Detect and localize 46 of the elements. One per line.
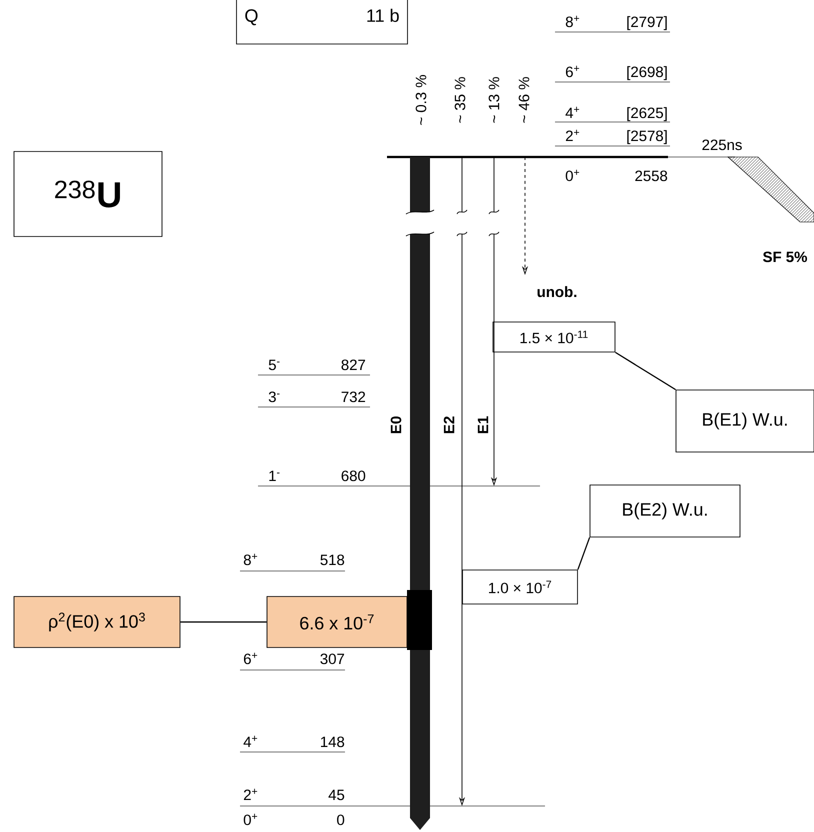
spin-label: 0$^{+}$ [566,170,580,182]
spin-label: 2$^{+}$ [244,788,258,800]
spin-label: 8$^{+}$ [244,554,258,566]
leader-line [615,352,676,390]
multipolarity-label: E1 [478,416,488,434]
energy-label: 827 [342,360,366,370]
spin-label: 4$^{+}$ [244,736,258,747]
energy-label: 45 [328,790,344,800]
energy-label: [2797] [627,16,667,30]
spin-label: 6$^{+}$ [566,66,580,78]
energy-label: [2698] [627,66,667,80]
energy-label: [2625] [627,107,667,122]
energy-label: 680 [342,470,366,482]
spin-label: 2$^{+}$ [566,130,580,141]
multipolarity-label: E2 [444,416,454,434]
value-box: 1.0 × 10$^{-7}$ [462,570,578,604]
spin-label: 5$^{-}$ [268,360,280,370]
label-box: ρ$^{2}$(E0) x 10$^{3}$ [14,596,180,648]
intensity-label: ~ 13 % [488,77,500,123]
spin-label: 4$^{+}$ [566,106,580,118]
lifetime-label: 225ns [702,140,742,150]
energy-label: 148 [321,736,344,748]
energy-label: 518 [320,554,344,566]
element-box: $^{238}$U [14,151,162,237]
leader-line [180,621,267,623]
energy-label: [2578] [627,130,667,144]
spin-label: 1$^{-}$ [269,470,280,481]
fission-label: SF 5% [763,252,807,262]
spin-label: 3$^{-}$ [268,392,280,402]
energy-label: 0 [337,814,344,826]
intensity-label: ~ 46 % [518,77,530,123]
transition-label: unob. [538,286,576,298]
value-box: 6.6 x 10$^{-7}$ [266,596,408,648]
intensity-label: ~ 35 % [454,77,466,123]
intensity-label: ~ 0.3 % [416,75,426,125]
energy-label: 2558 [635,170,668,182]
spin-label: 0$^{+}$ [244,814,258,826]
leader-line [577,537,590,570]
spin-label: 6$^{+}$ [244,652,258,664]
energy-label: 732 [342,392,366,402]
spin-label: 8$^{+}$ [566,16,580,28]
multipolarity-label: E0 [390,416,402,434]
label-box: B(E2) W.u. [590,484,740,538]
label-box: B(E1) W.u. [676,390,814,452]
value-box: 1.5 × 10$^{-11}$ [492,322,616,352]
note-box: Q 11 b [236,0,408,44]
